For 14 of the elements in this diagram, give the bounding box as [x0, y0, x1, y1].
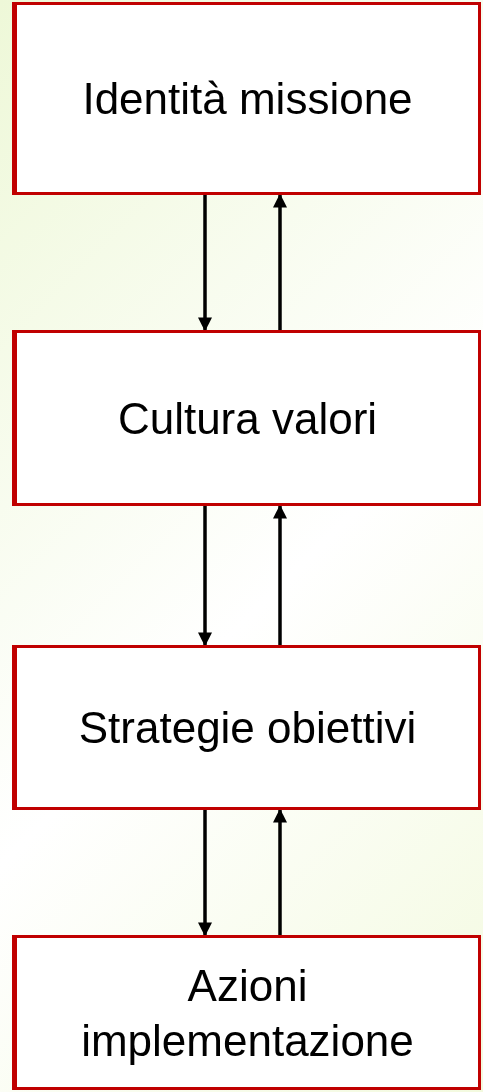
- arrow: [198, 810, 212, 937]
- process-box: [12, 935, 481, 1090]
- box-label: Identità missione: [82, 73, 413, 125]
- process-box: [12, 645, 481, 810]
- box-label: Azioni implementazione: [80, 959, 415, 1067]
- box-label: Cultura valori: [117, 392, 378, 445]
- arrow: [198, 195, 212, 332]
- arrow: [198, 506, 212, 647]
- arrow: [273, 504, 287, 645]
- arrow: [273, 808, 287, 935]
- arrow: [273, 193, 287, 330]
- process-box: [12, 330, 481, 506]
- process-box: [12, 2, 481, 195]
- box-label: Strategie obiettivi: [78, 702, 417, 754]
